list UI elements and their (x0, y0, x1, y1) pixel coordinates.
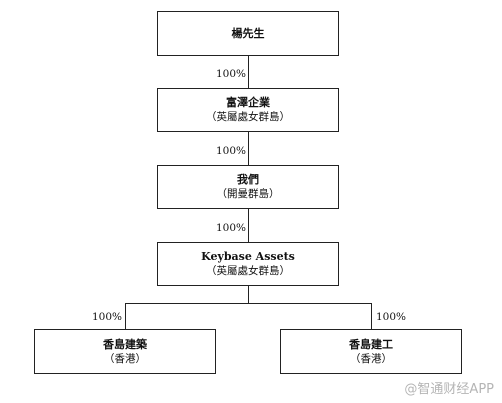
percentage-fuze-us: 100% (216, 145, 247, 157)
entity-box-hk-construction: 香島建築 （香港） (34, 329, 216, 374)
watermark-text: @智通财经APP (404, 382, 494, 397)
connector-branch-right (371, 303, 372, 329)
entity-name: 富澤企業 (226, 96, 270, 109)
entity-jurisdiction: （開曼群島） (216, 188, 280, 200)
entity-jurisdiction: （英屬處女群島） (206, 265, 290, 277)
entity-name: Keybase Assets (201, 250, 295, 263)
percentage-yang-fuze: 100% (216, 68, 247, 80)
connector-keybase-trunk (248, 286, 249, 303)
connector-branch-horizontal (125, 303, 372, 304)
entity-jurisdiction: （英屬處女群島） (206, 111, 290, 123)
percentage-keybase-construction: 100% (92, 311, 123, 323)
entity-name: 楊先生 (231, 27, 265, 40)
entity-name: 香島建工 (349, 337, 393, 351)
connector-fuze-us (248, 132, 249, 165)
entity-jurisdiction: （香港） (104, 352, 146, 365)
entity-box-fuze: 富澤企業 （英屬處女群島） (157, 88, 339, 132)
entity-jurisdiction: （香港） (350, 352, 392, 365)
entity-box-us: 我們 （開曼群島） (157, 165, 339, 209)
entity-box-yang: 楊先生 (157, 11, 339, 56)
percentage-keybase-engineering: 100% (376, 311, 407, 323)
connector-us-keybase (248, 209, 249, 242)
connector-branch-left (125, 303, 126, 329)
entity-name: 香島建築 (103, 337, 147, 351)
entity-name: 我們 (237, 173, 259, 186)
percentage-us-keybase: 100% (216, 222, 247, 234)
entity-box-keybase: Keybase Assets （英屬處女群島） (157, 242, 339, 286)
entity-box-hk-engineering: 香島建工 （香港） (280, 329, 462, 374)
connector-yang-fuze (248, 56, 249, 88)
